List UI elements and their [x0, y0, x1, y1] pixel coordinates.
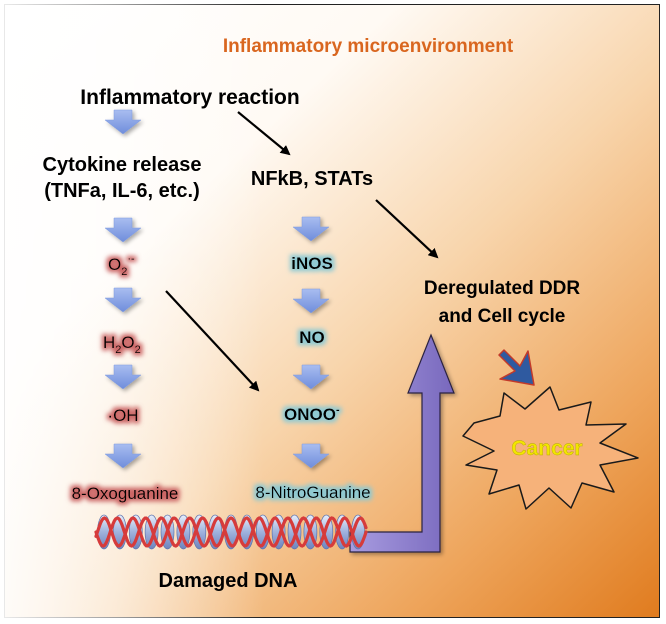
node-hydrogen-peroxide: H2O2 — [103, 333, 141, 356]
node-hydroxyl: ·OH — [107, 406, 138, 425]
pointer-arrow-icon — [498, 349, 535, 386]
down-arrow-icon — [104, 287, 142, 313]
node-superoxide: O2·- — [108, 253, 135, 278]
down-arrow-icon — [292, 443, 330, 469]
diagram-svg: Inflammatory microenvironment Inflammato… — [4, 4, 660, 618]
down-arrow-group-right — [292, 216, 330, 469]
node-cancer: Cancer — [511, 437, 582, 460]
arrow-superoxide-to-peroxynitrite — [165, 290, 260, 392]
node-oxoguanine: 8-Oxoguanine — [72, 484, 179, 503]
node-nfkb-stats: NFkB, STATs — [251, 168, 373, 190]
dna-coil — [271, 514, 286, 550]
dna-helix-icon — [94, 514, 368, 550]
l-shaped-up-arrow-icon — [349, 333, 455, 553]
down-arrow-icon — [292, 216, 330, 242]
dna-coil — [192, 514, 207, 550]
connector-arrows — [165, 111, 439, 392]
node-cytokine-release-line1: Cytokine release — [43, 154, 202, 176]
down-arrow-icon — [104, 217, 142, 243]
diagram-title: Inflammatory microenvironment — [223, 36, 514, 57]
arrow-nfkb-to-deregulated — [375, 199, 439, 259]
node-nitroguanine: 8-NitroGuanine — [255, 483, 370, 502]
node-cytokine-release-line2: (TNFa, IL-6, etc.) — [44, 180, 200, 202]
dna-coil — [128, 514, 143, 550]
node-damaged-dna: Damaged DNA — [159, 570, 298, 592]
down-arrow-icon — [104, 364, 142, 390]
node-deregulated-line1: Deregulated DDR — [424, 278, 581, 299]
node-inflammatory-reaction: Inflammatory reaction — [80, 86, 299, 109]
down-arrow-icon — [292, 288, 330, 314]
dna-strand — [94, 516, 368, 548]
down-arrow-icon — [104, 109, 142, 135]
node-no: NO — [299, 328, 325, 347]
node-deregulated-line2: and Cell cycle — [439, 306, 566, 327]
cancer-starburst-icon — [462, 386, 639, 510]
dna-strand — [94, 516, 368, 548]
node-inos: iNOS — [291, 254, 333, 273]
down-arrow-icon — [292, 364, 330, 390]
node-peroxynitrite: ONOO- — [284, 404, 340, 424]
down-arrow-group-left — [104, 109, 142, 469]
down-arrow-icon — [104, 443, 142, 469]
arrow-reaction-to-nfkb — [237, 111, 291, 156]
